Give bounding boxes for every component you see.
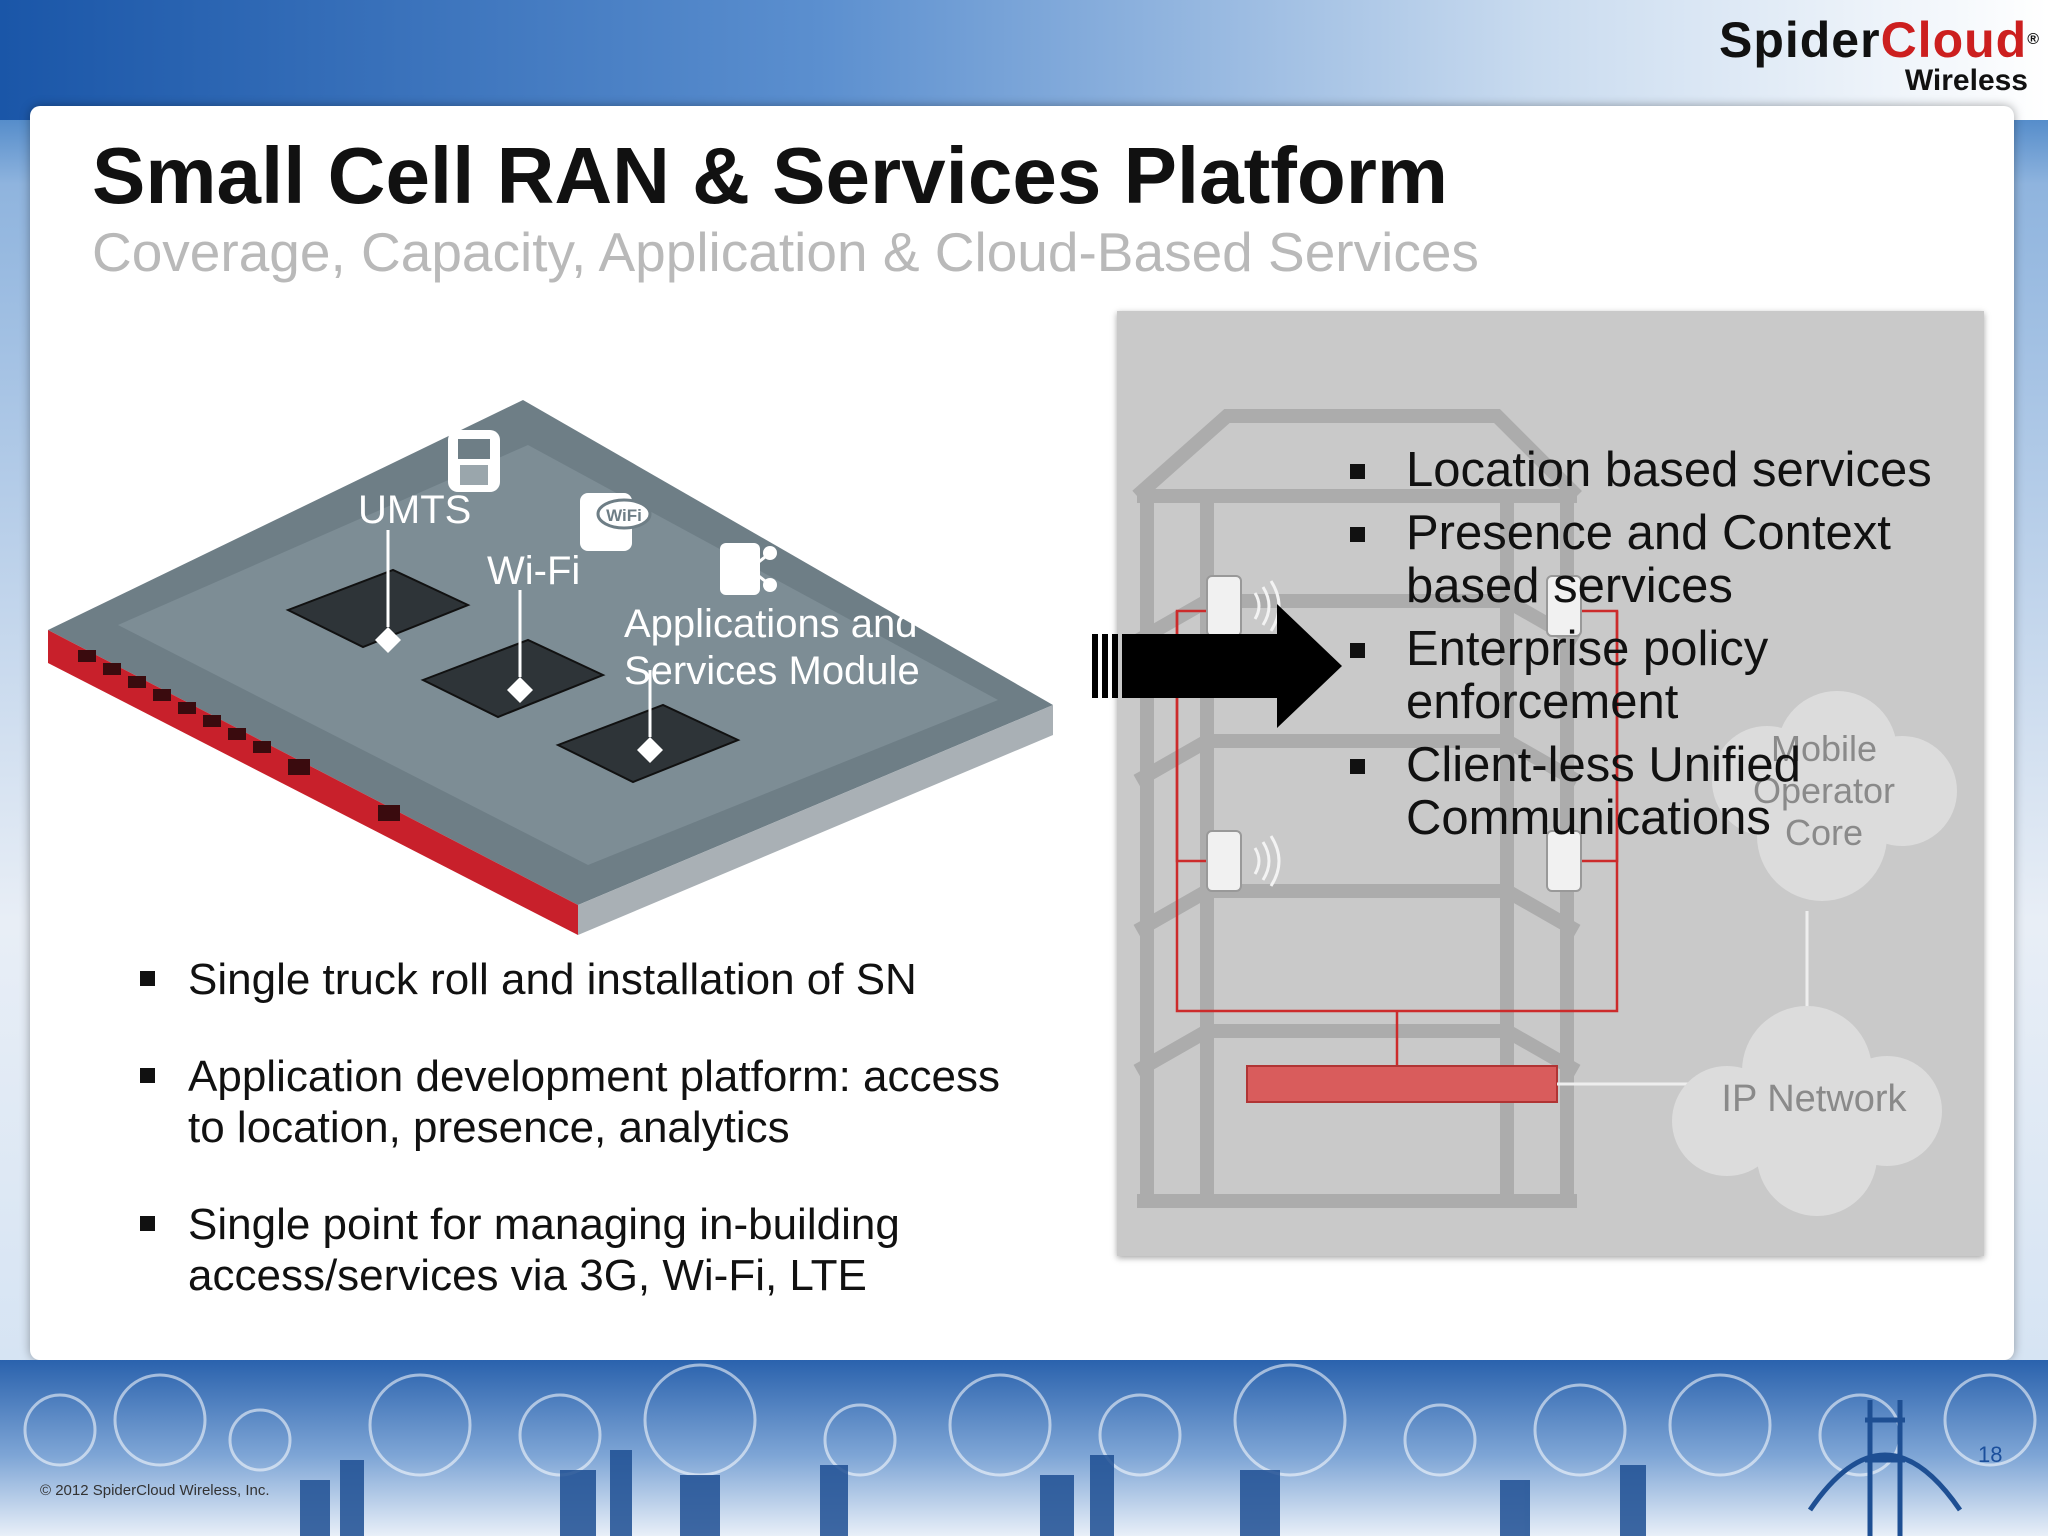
wifi-icon: WiFi	[580, 493, 652, 551]
share-icon	[720, 543, 777, 595]
mobile-operator-core-cloud	[1712, 691, 1957, 901]
page-number: 18	[1978, 1442, 2003, 1467]
slide-title: Small Cell RAN & Services Platform	[92, 131, 1449, 220]
bridge-icon	[1807, 1400, 1963, 1536]
umts-label: UMTS	[358, 488, 472, 532]
small-cell-device-illustration: WiFi	[48, 400, 1053, 935]
wifi-label: Wi-Fi	[487, 549, 581, 593]
apps-label-line1: Applications and	[624, 602, 918, 646]
device-ports	[78, 650, 400, 821]
spidercloud-logo: SpiderCloud® Wireless	[1660, 14, 2040, 96]
left-bullet-list: Single truck roll and installation of SN…	[140, 954, 1070, 1347]
device-side-face	[578, 705, 1053, 935]
wifi-chip	[420, 638, 606, 719]
logo-subtext: Wireless	[1904, 64, 2028, 97]
cloud-label-core: Core	[1785, 812, 1863, 853]
cloud-label-operator: Operator	[1753, 770, 1895, 811]
cloud-label-mobile: Mobile	[1771, 728, 1877, 769]
umts-chip	[285, 568, 471, 653]
ip-network-cloud	[1672, 1006, 1942, 1216]
building-diagram-panel: Mobile Operator Core IP Network	[1117, 311, 1984, 1256]
apps-module-chip	[555, 703, 741, 784]
logo-wordmark: SpiderCloud®	[1718, 12, 2040, 68]
apps-label-line2: Services Module	[624, 649, 920, 693]
copyright-text: © 2012 SpiderCloud Wireless, Inc.	[40, 1482, 270, 1499]
building-diagram: Mobile Operator Core IP Network	[1132, 409, 1957, 1216]
slide-subtitle: Coverage, Capacity, Application & Cloud-…	[92, 221, 1479, 283]
header-band	[0, 0, 2048, 120]
svg-text:WiFi: WiFi	[606, 506, 642, 525]
list-item: Location based services	[1350, 444, 1990, 497]
list-item: Single truck roll and installation of SN	[140, 954, 1070, 1005]
phone-icon	[448, 430, 500, 492]
list-item: Application development platform: access…	[140, 1051, 1070, 1153]
cloud-label-ip-network: IP Network	[1721, 1078, 1907, 1120]
right-arrow-icon	[1092, 604, 1342, 728]
skyline-footer-graphic	[0, 1360, 2048, 1536]
services-node	[1246, 1065, 1558, 1103]
right-bullet-list: Location based services Presence and Con…	[1350, 444, 1990, 855]
